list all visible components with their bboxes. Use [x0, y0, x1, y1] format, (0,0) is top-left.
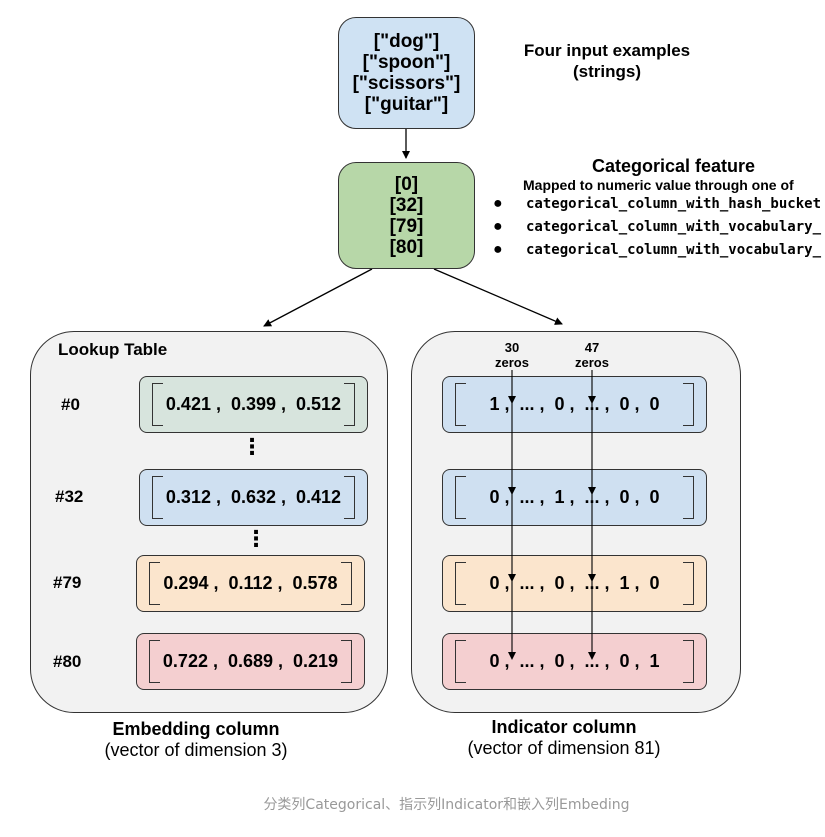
embedding-values: 0.294 , 0.112 , 0.578 [163, 573, 338, 593]
lookup-index-label: #0 [61, 395, 80, 414]
bullet-list: ●categorical_column_with_hash_bucket ●ca… [493, 195, 825, 264]
lookup-index-label: #79 [53, 573, 82, 592]
embedding-caption-subtitle: (vector of dimension 3) [104, 740, 288, 760]
categorical-line: [80] [389, 236, 424, 258]
indicator-values: 0 , ... , 1 , ... , 0 , 0 [489, 487, 660, 507]
arrow-categorical-to-indicator [433, 268, 563, 325]
input-line: ["dog"] [373, 31, 440, 52]
indicator-vector-row: 0 , ... , 0 , ... , 0 , 1 [442, 633, 707, 690]
input-line: ["scissors"] [352, 73, 461, 94]
indicator-vector-row: 0 , ... , 1 , ... , 0 , 0 [442, 469, 707, 526]
categorical-line: [32] [389, 194, 424, 216]
embedding-vector-row: 0.294 , 0.112 , 0.578 [136, 555, 365, 612]
indicator-values: 1 , ... , 0 , ... , 0 , 0 [489, 394, 660, 414]
zeros-count: 47 [584, 340, 600, 355]
embedding-vector-row: 0.312 , 0.632 , 0.412 [139, 469, 368, 526]
indicator-caption-subtitle: (vector of dimension 81) [467, 738, 661, 758]
embedding-caption-title: Embedding column [112, 719, 280, 739]
input-caption: Four input examples (strings) [512, 40, 702, 82]
input-line: ["guitar"] [364, 94, 449, 115]
categorical-caption-title: Categorical feature [592, 156, 756, 176]
lookup-table-title: Lookup Table [58, 340, 168, 359]
categorical-box: [0] [32] [79] [80] [338, 162, 475, 269]
embedding-vector-row: 0.421 , 0.399 , 0.512 [139, 376, 368, 433]
input-examples-box: ["dog"] ["spoon"] ["scissors"] ["guitar"… [338, 17, 475, 129]
lookup-index-label: #80 [53, 652, 82, 671]
lookup-ellipsis: ⋮ [241, 436, 263, 458]
embedding-caption: Embedding column (vector of dimension 3) [80, 719, 312, 761]
zeros-label-right: 47 zeros [569, 340, 615, 370]
indicator-values: 0 , ... , 0 , ... , 0 , 1 [489, 651, 660, 671]
zeros-label-left: 30 zeros [489, 340, 535, 370]
categorical-caption-subtitle: Mapped to numeric value through one of [523, 177, 794, 193]
lookup-ellipsis: ⋮ [245, 528, 267, 550]
indicator-values: 0 , ... , 0 , ... , 1 , 0 [489, 573, 660, 593]
input-caption-subtitle: (strings) [573, 62, 641, 81]
figure-caption: 分类列Categorical、指示列Indicator和嵌入列Embeding [263, 797, 630, 813]
categorical-line: [0] [394, 173, 419, 195]
input-caption-title: Four input examples [523, 41, 691, 60]
bullet-item: ●categorical_column_with_vocabulary_ [493, 241, 822, 258]
bullet-item: ●categorical_column_with_vocabulary_ [493, 218, 822, 235]
embedding-vector-row: 0.722 , 0.689 , 0.219 [136, 633, 365, 690]
zeros-word: zeros [495, 355, 529, 370]
bullet-text: categorical_column_with_vocabulary_ [526, 219, 822, 235]
lookup-index-label: #32 [55, 487, 84, 506]
zeros-count: 30 [504, 340, 520, 355]
indicator-caption: Indicator column (vector of dimension 81… [448, 717, 680, 759]
embedding-values: 0.421 , 0.399 , 0.512 [165, 394, 342, 414]
arrow-categorical-to-lookup [263, 268, 373, 327]
indicator-vector-row: 0 , ... , 0 , ... , 1 , 0 [442, 555, 707, 612]
bullet-item: ●categorical_column_with_hash_bucket [493, 195, 822, 212]
bullet-text: categorical_column_with_vocabulary_ [526, 242, 822, 258]
zeros-word: zeros [575, 355, 609, 370]
bullet-text: categorical_column_with_hash_bucket [526, 196, 822, 212]
indicator-caption-title: Indicator column [491, 717, 637, 737]
embedding-values: 0.312 , 0.632 , 0.412 [165, 487, 342, 507]
categorical-line: [79] [389, 215, 424, 237]
indicator-vector-row: 1 , ... , 0 , ... , 0 , 0 [442, 376, 707, 433]
input-line: ["spoon"] [362, 52, 451, 73]
embedding-values: 0.722 , 0.689 , 0.219 [162, 651, 339, 671]
